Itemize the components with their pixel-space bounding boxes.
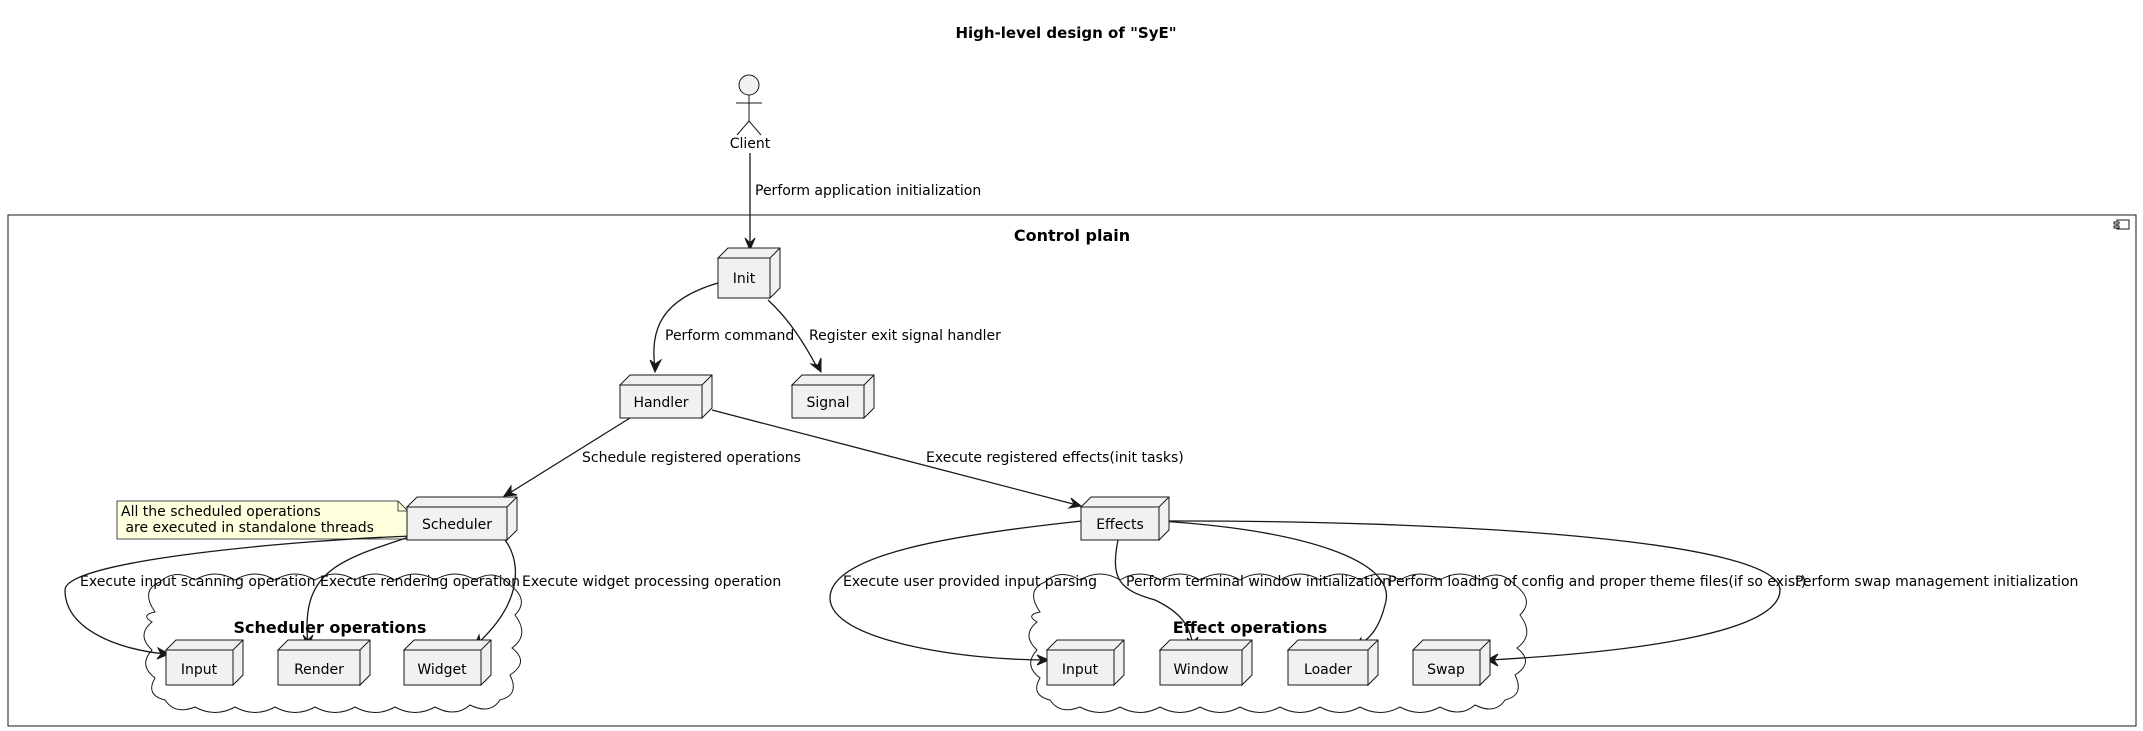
node-loader-label: Loader — [1304, 662, 1352, 678]
control-plain-title: Control plain — [1014, 226, 1130, 245]
edge-label-sched-input: Execute input scanning operation — [80, 574, 316, 590]
edge-label-eff-loader: Perform loading of config and proper the… — [1388, 574, 1806, 590]
edge-handler-effects — [711, 409, 1078, 506]
edge-label-eff-input: Execute user provided input parsing — [843, 574, 1097, 590]
client-actor[interactable] — [736, 74, 762, 136]
node-init-label: Init — [733, 271, 756, 287]
edge-effects-loader — [1159, 520, 1388, 647]
node-widget[interactable]: Widget — [402, 639, 492, 687]
node-effects-label: Effects — [1096, 517, 1144, 533]
edge-init-handler — [653, 282, 719, 370]
edge-scheduler-input — [64, 535, 413, 655]
client-label: Client — [730, 136, 771, 152]
node-handler[interactable]: Handler — [618, 374, 713, 420]
edge-label-init-handler: Perform command — [665, 328, 794, 344]
edge-label-handler-effects: Execute registered effects(init tasks) — [926, 450, 1184, 466]
node-scheduler-label: Scheduler — [422, 517, 492, 533]
note-line-2: are executed in standalone threads — [121, 520, 374, 536]
node-swap-label: Swap — [1427, 662, 1465, 678]
edge-effects-window — [1114, 539, 1194, 647]
edge-effects-swap — [1159, 520, 1781, 661]
node-scheduler[interactable]: Scheduler — [405, 496, 518, 542]
diagram-title: High-level design of "SyE" — [955, 24, 1176, 42]
node-init[interactable]: Init — [716, 247, 781, 300]
edge-label-sched-widget: Execute widget processing operation — [522, 574, 781, 590]
node-window[interactable]: Window — [1158, 639, 1253, 687]
edge-label-sched-render: Execute rendering operation — [320, 574, 520, 590]
node-signal-label: Signal — [806, 395, 849, 411]
node-effects[interactable]: Effects — [1079, 496, 1170, 542]
node-swap[interactable]: Swap — [1411, 639, 1491, 687]
edge-label-init-signal: Register exit signal handler — [809, 328, 1001, 344]
edge-init-signal — [767, 299, 819, 370]
node-window-label: Window — [1173, 662, 1228, 678]
node-effect-input-label: Input — [1062, 662, 1099, 678]
node-scheduler-input[interactable]: Input — [164, 639, 244, 687]
node-scheduler-input-label: Input — [181, 662, 218, 678]
edge-label-client-init: Perform application initialization — [755, 183, 981, 199]
edge-handler-scheduler — [507, 417, 631, 495]
node-signal[interactable]: Signal — [790, 374, 875, 420]
edge-label-handler-scheduler: Schedule registered operations — [582, 450, 801, 466]
node-effect-input[interactable]: Input — [1045, 639, 1125, 687]
note-line-1: All the scheduled operations — [121, 504, 321, 520]
scheduler-operations-title: Scheduler operations — [234, 618, 427, 637]
edge-label-eff-window: Perform terminal window initialization — [1126, 574, 1391, 590]
edge-scheduler-render — [306, 535, 413, 645]
effect-operations-cloud — [1028, 573, 1528, 713]
node-render-label: Render — [294, 662, 344, 678]
node-render[interactable]: Render — [276, 639, 371, 687]
edge-scheduler-widget — [476, 539, 517, 645]
component-icon — [2113, 219, 2130, 230]
edges — [64, 153, 1781, 661]
effect-operations-title: Effect operations — [1173, 618, 1327, 637]
edge-effects-input — [829, 520, 1083, 661]
node-loader[interactable]: Loader — [1286, 639, 1379, 687]
edge-label-eff-swap: Perform swap management initialization — [1795, 574, 2078, 590]
node-handler-label: Handler — [633, 395, 688, 411]
node-widget-label: Widget — [417, 662, 467, 678]
